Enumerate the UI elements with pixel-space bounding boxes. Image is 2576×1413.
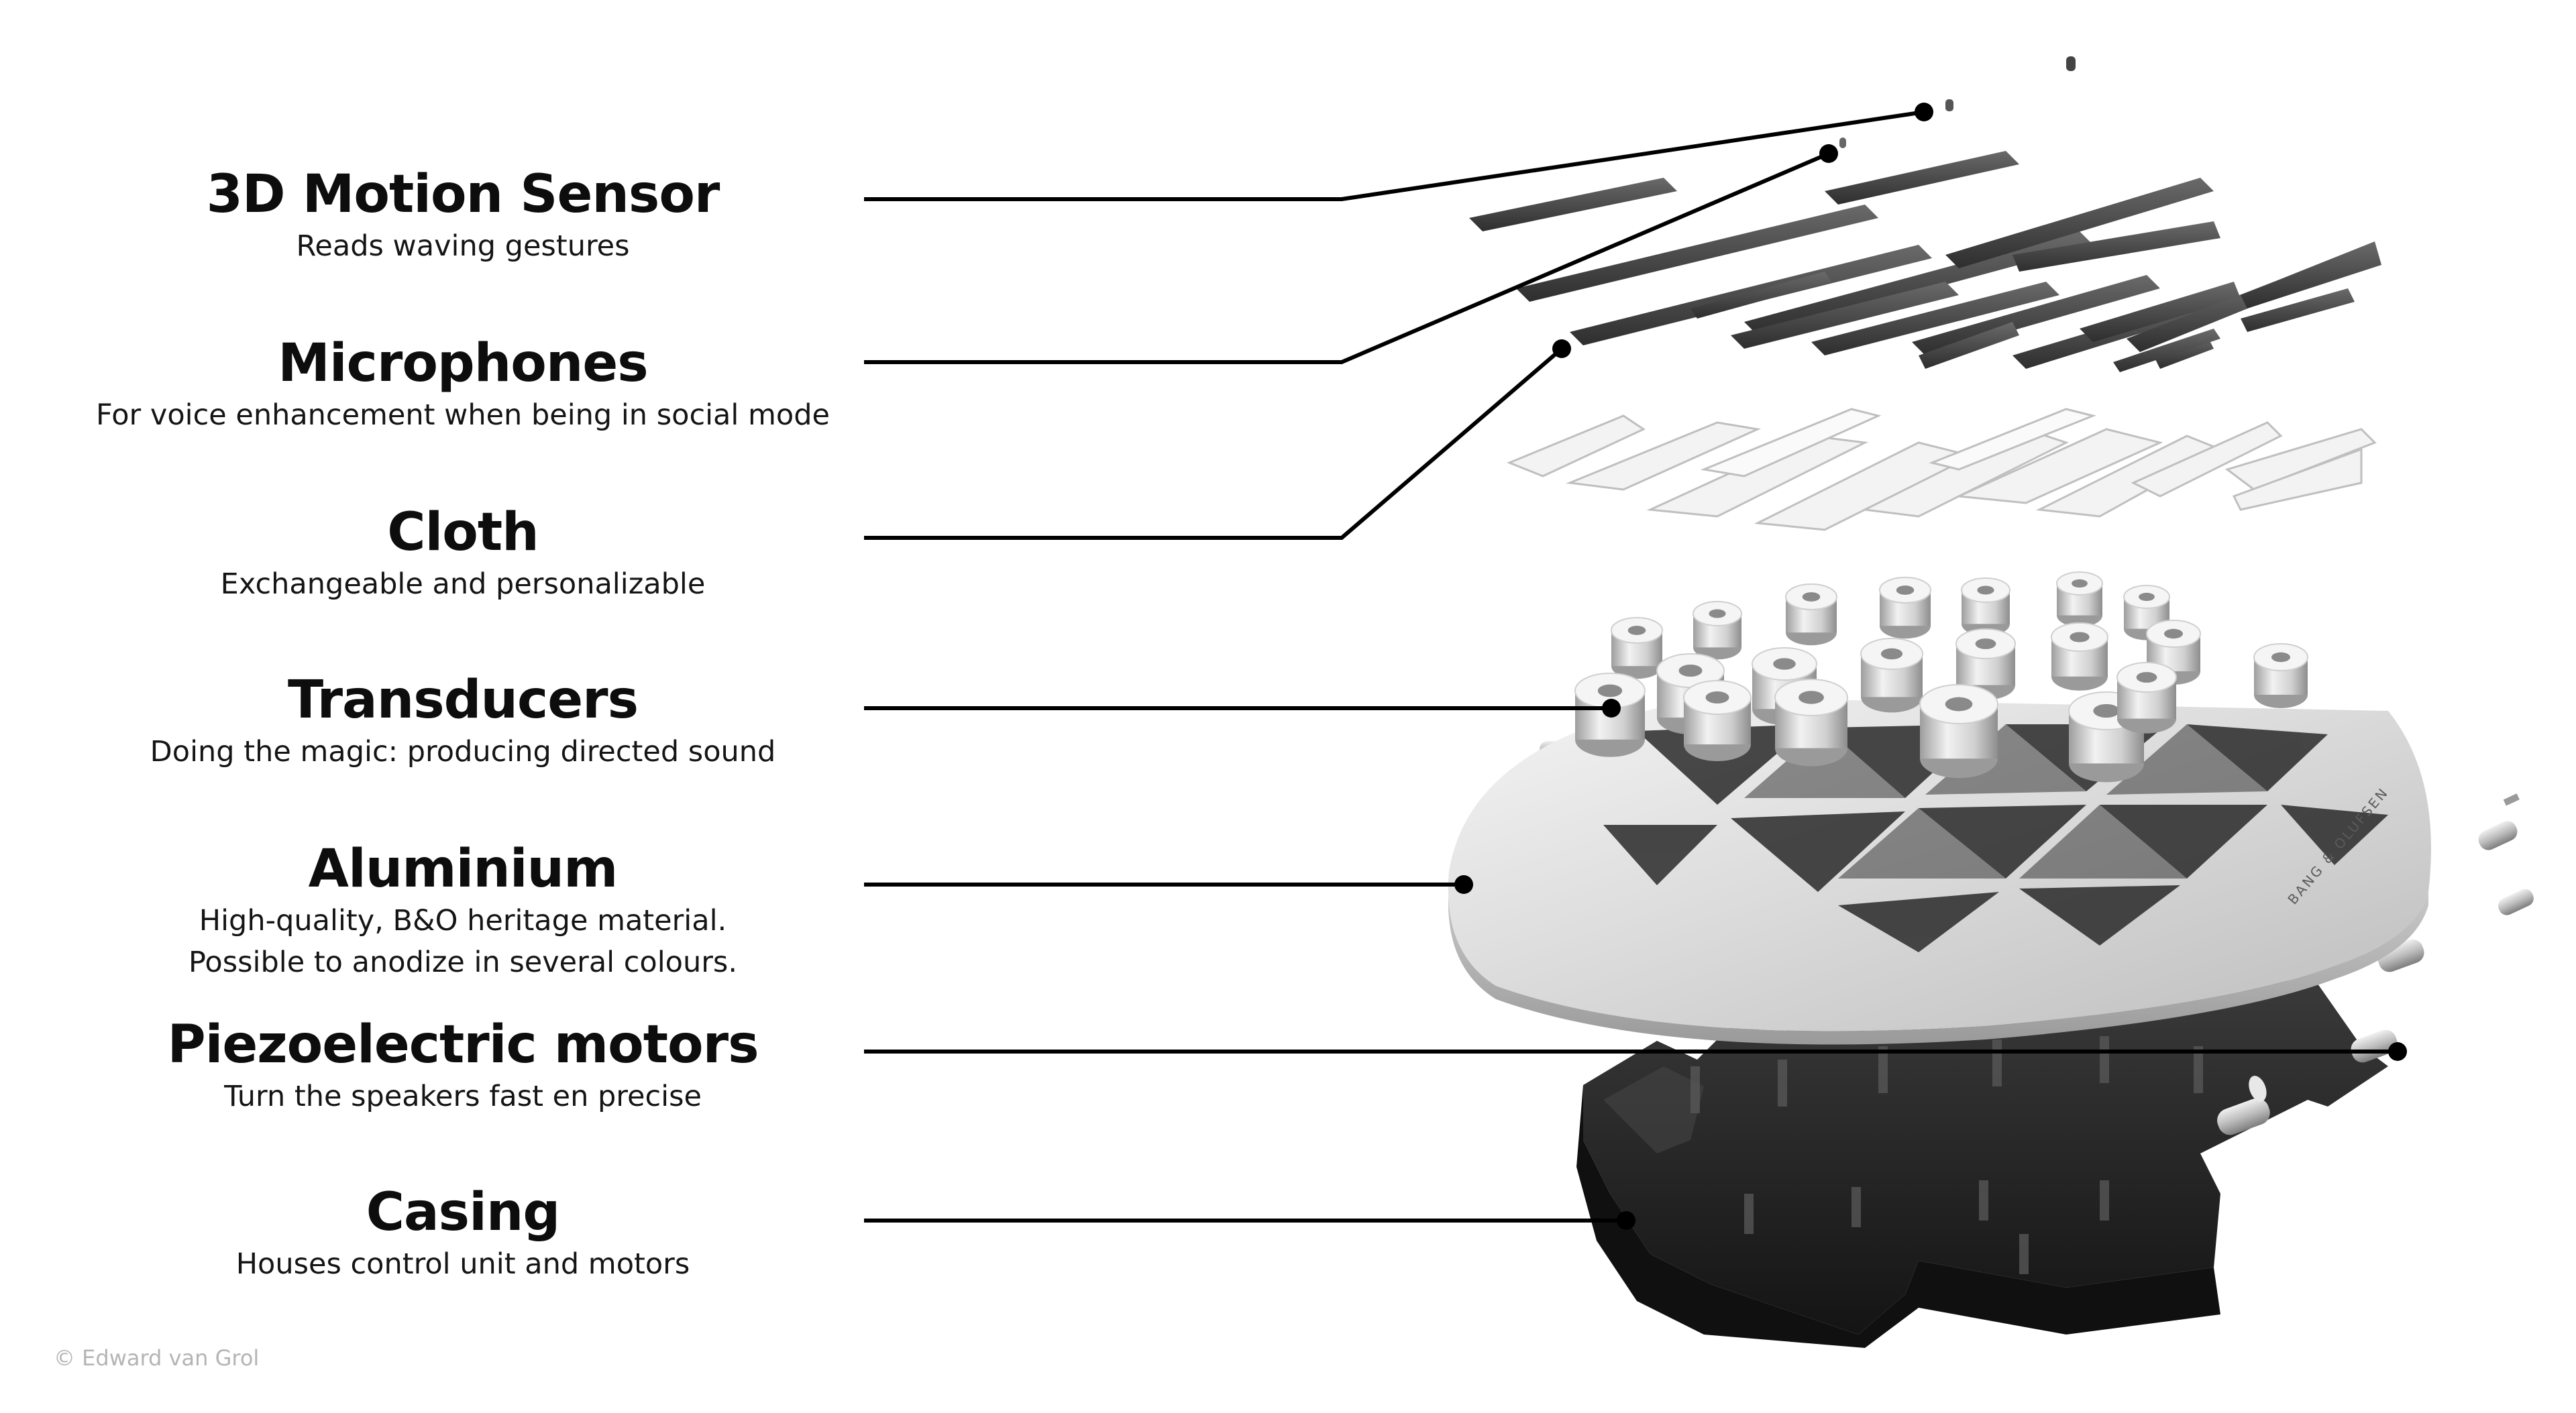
- transducer: [2051, 622, 2108, 691]
- transducer: [1785, 583, 1837, 646]
- leader-dot-motion-sensor: [1915, 103, 1933, 121]
- leader-dot-aluminium: [1454, 875, 1473, 894]
- piezo-motor: [2217, 1076, 2270, 1135]
- label-piezo-motors: Piezoelectric motors Turn the speakers f…: [0, 1014, 926, 1117]
- label-subtitle: Reads waving gestures: [296, 229, 630, 263]
- leader-lines: [864, 110, 2398, 1223]
- piezo-motor: [2478, 793, 2520, 850]
- transducer: [1683, 680, 1752, 761]
- label-transducers: Transducers Doing the magic: producing d…: [0, 669, 926, 773]
- copyright-credit: © Edward van Grol: [54, 1345, 260, 1371]
- label-subtitle: For voice enhancement when being in soci…: [96, 398, 830, 432]
- label-subtitle: High-quality, B&O heritage material.: [199, 904, 727, 938]
- transducer: [2253, 643, 2308, 708]
- transducers-group: [1574, 571, 2308, 783]
- transducer: [1574, 673, 1646, 757]
- transducer: [1961, 577, 2010, 636]
- cloth-layer: [1507, 408, 2377, 531]
- label-subtitle: Houses control unit and motors: [235, 1247, 690, 1281]
- label-title: Aluminium: [308, 839, 619, 899]
- transducer: [1693, 601, 1742, 660]
- label-title: Piezoelectric motors: [167, 1015, 759, 1075]
- leader-dot-piezo-motors: [2388, 1042, 2407, 1061]
- label-subtitle: Turn the speakers fast en precise: [224, 1080, 702, 1113]
- leader-dot-cloth: [1552, 339, 1571, 358]
- piezo-motor: [2498, 889, 2534, 915]
- transducer: [1860, 638, 1923, 713]
- aluminium-plate: BANG & OLUFSEN: [1448, 697, 2431, 1045]
- label-subtitle: Doing the magic: producing directed soun…: [150, 735, 776, 769]
- transducer: [2056, 571, 2103, 627]
- label-aluminium: Aluminium High-quality, B&O heritage mat…: [0, 838, 926, 983]
- leader-line-microphones: [864, 152, 1830, 364]
- label-microphones: Microphones For voice enhancement when b…: [0, 333, 926, 436]
- label-title: Transducers: [287, 670, 639, 730]
- leader-line-cloth: [864, 347, 1563, 540]
- transducer: [2116, 662, 2177, 734]
- piezo-motors-group: [1540, 741, 2534, 1135]
- piezo-motor: [2351, 1029, 2398, 1063]
- casing-shell: [1576, 979, 2388, 1348]
- leader-dot-microphones: [1819, 144, 1838, 163]
- leader-dot-transducers: [1602, 699, 1621, 718]
- sensor-bars-layer: [1469, 56, 2381, 372]
- transducer: [1879, 577, 1931, 639]
- label-title: 3D Motion Sensor: [206, 164, 720, 225]
- transducer: [1955, 628, 2016, 700]
- transducer: [1774, 679, 1848, 767]
- transducer: [1919, 684, 1998, 779]
- label-subtitle: Possible to anodize in several colours.: [189, 946, 737, 979]
- label-title: Microphones: [278, 333, 648, 394]
- label-motion-sensor: 3D Motion Sensor Reads waving gestures: [0, 164, 926, 267]
- leader-line-motion-sensor: [864, 110, 1925, 201]
- label-title: Cloth: [387, 502, 539, 563]
- label-subtitle: Exchangeable and personalizable: [220, 567, 706, 601]
- transducer: [2123, 585, 2170, 640]
- leader-dots: [1454, 103, 2407, 1230]
- transducer: [1611, 617, 1663, 679]
- label-cloth: Cloth Exchangeable and personalizable: [0, 502, 926, 605]
- label-casing: Casing Houses control unit and motors: [0, 1182, 926, 1285]
- leader-dot-casing: [1617, 1211, 1635, 1230]
- label-title: Casing: [366, 1182, 560, 1243]
